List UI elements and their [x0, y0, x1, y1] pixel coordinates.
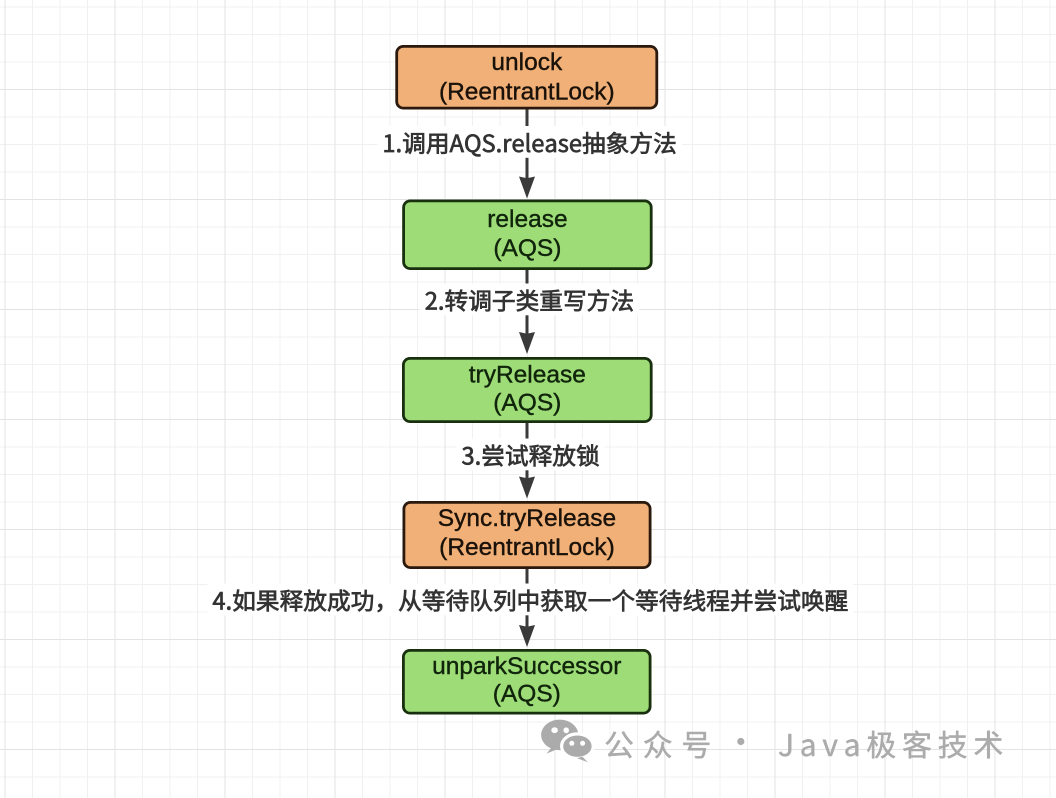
- svg-text:unlock: unlock: [491, 49, 563, 76]
- svg-text:(AQS): (AQS): [493, 389, 561, 416]
- svg-text:tryRelease: tryRelease: [469, 361, 586, 388]
- svg-text:(ReentrantLock): (ReentrantLock): [439, 78, 615, 105]
- svg-text:(AQS): (AQS): [493, 235, 561, 262]
- svg-text:(ReentrantLock): (ReentrantLock): [439, 534, 615, 561]
- svg-text:Sync.tryRelease: Sync.tryRelease: [438, 505, 616, 532]
- svg-text:unparkSuccessor: unparkSuccessor: [432, 653, 621, 680]
- svg-text:(AQS): (AQS): [493, 681, 561, 708]
- svg-text:release: release: [487, 206, 567, 233]
